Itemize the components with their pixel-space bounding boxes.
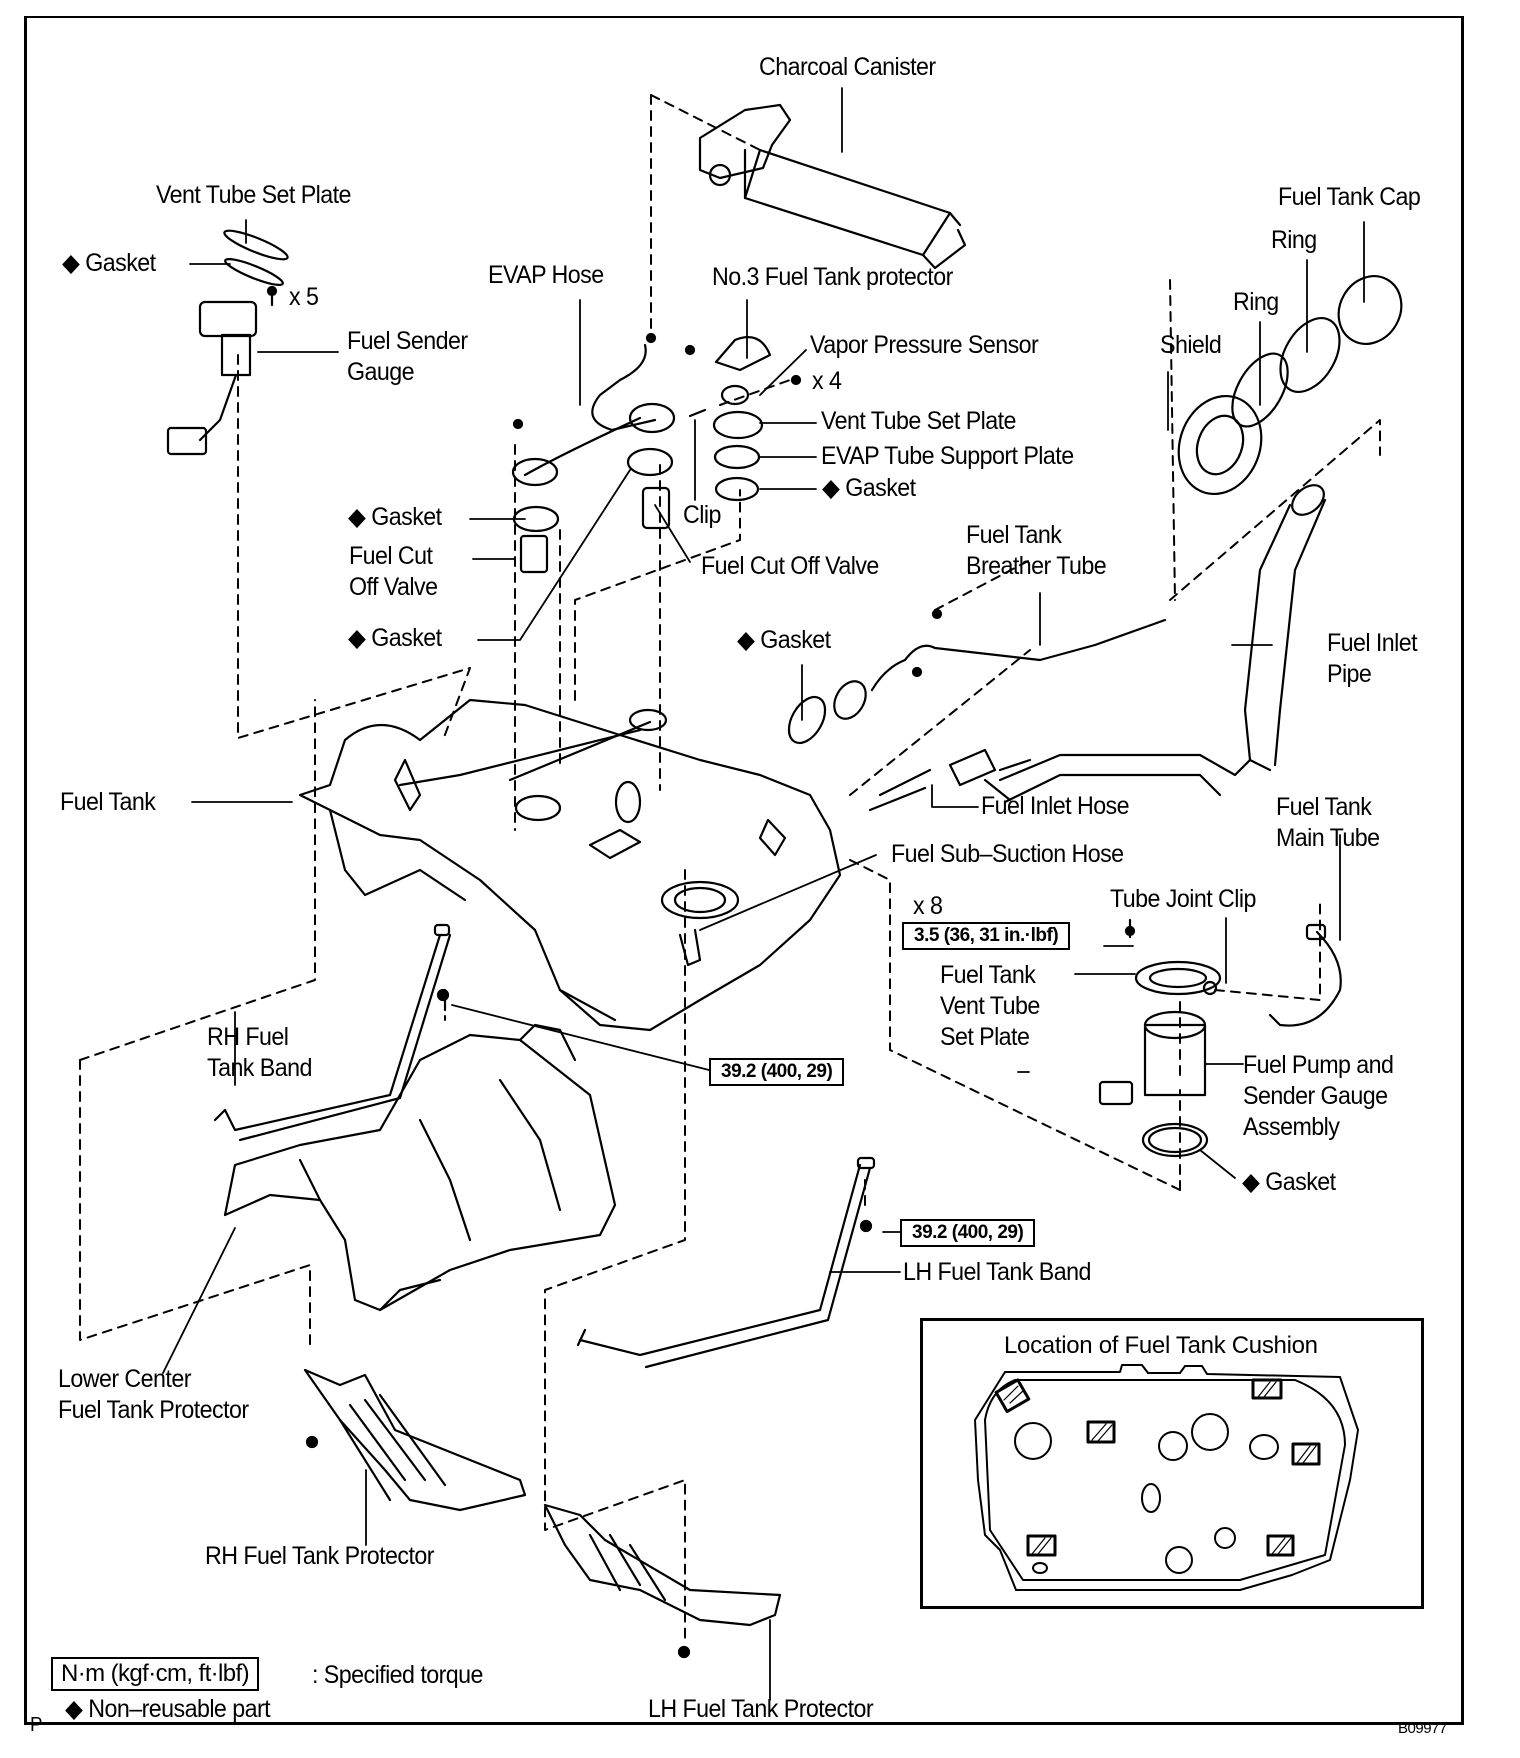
label-gasket-mid-right: ◆ Gasket (822, 474, 916, 502)
fuel-inlet-parts (868, 275, 1403, 812)
label-vent-tube-set-plate-top: Vent Tube Set Plate (156, 181, 351, 209)
label-fuel-tank-cap: Fuel Tank Cap (1278, 183, 1421, 211)
fuel-sender-gauge-part (166, 229, 289, 456)
bolt-icons (266, 285, 1136, 1659)
label-fuel-cut-off-valve-left: Fuel Cut Off Valve (349, 542, 438, 601)
label-vapor-pressure-sensor: Vapor Pressure Sensor (810, 331, 1039, 359)
fuel-tank-cushion-location-map (974, 1364, 1359, 1591)
label-gasket-top-left: ◆ Gasket (62, 249, 156, 277)
label-lower-center-fuel-tank-protector: Lower Center Fuel Tank Protector (58, 1365, 249, 1424)
rh-fuel-tank-protector-part (303, 1368, 527, 1512)
label-x4: x 4 (812, 367, 842, 395)
lh-fuel-tank-protector-part (543, 1503, 782, 1627)
label-tube-joint-clip: Tube Joint Clip (1110, 885, 1256, 913)
label-fuel-inlet-hose: Fuel Inlet Hose (981, 792, 1130, 820)
lower-center-fuel-tank-protector-part (223, 1023, 617, 1312)
label-fuel-inlet-pipe: Fuel Inlet Pipe (1327, 629, 1418, 688)
label-gasket-mid-left: ◆ Gasket (348, 503, 442, 531)
label-rh-fuel-tank-protector: RH Fuel Tank Protector (205, 1542, 434, 1570)
torque-spec-pump-plate: 3.5 (36, 31 in.·lbf) (902, 922, 1071, 950)
label-fuel-sender-gauge: Fuel Sender Gauge (347, 327, 468, 386)
label-x8: x 8 (913, 892, 943, 920)
label-gasket-lower-left: ◆ Gasket (348, 624, 442, 652)
fuel-tank-breather-tube-part (787, 618, 1167, 745)
lh-fuel-tank-band-part (576, 1156, 876, 1369)
label-no3-fuel-tank-protector: No.3 Fuel Tank protector (712, 263, 953, 291)
label-vent-tube-set-plate-mid: Vent Tube Set Plate (821, 407, 1016, 435)
label-fuel-cut-off-valve-right: Fuel Cut Off Valve (701, 552, 879, 580)
figure-id: B09977 (1398, 1720, 1447, 1737)
label-fuel-tank-main-tube: Fuel Tank Main Tube (1276, 793, 1380, 852)
label-gasket-pump: ◆ Gasket (1242, 1168, 1336, 1196)
label-clip: Clip (683, 501, 721, 529)
torque-spec-rh-band: 39.2 (400, 29) (709, 1058, 845, 1086)
charcoal-canister-part (698, 103, 967, 270)
legend-non-reusable: ◆ Non–reusable part (65, 1695, 271, 1723)
label-ring-inner: Ring (1233, 288, 1279, 316)
label-x5: x 5 (289, 283, 319, 311)
inset-title: Location of Fuel Tank Cushion (1004, 1332, 1318, 1359)
cushion-location-inset (920, 1318, 1424, 1609)
label-fuel-tank-breather-tube: Fuel Tank Breather Tube (966, 521, 1107, 580)
label-fuel-sub-suction-hose: Fuel Sub–Suction Hose (891, 840, 1124, 868)
torque-spec-lh-band: 39.2 (400, 29) (900, 1219, 1036, 1247)
corner-mark: P (30, 1714, 42, 1736)
label-fuel-tank: Fuel Tank (60, 788, 156, 816)
label-evap-hose: EVAP Hose (488, 261, 604, 289)
fuel-tank-part (298, 698, 842, 1032)
label-ring-outer: Ring (1271, 226, 1317, 254)
label-fuel-tank-vent-tube-set-plate: Fuel Tank Vent Tube Set Plate (940, 961, 1040, 1051)
label-fuel-pump-sender-gauge-assembly: Fuel Pump and Sender Gauge Assembly (1243, 1051, 1394, 1141)
label-gasket-lower-mid: ◆ Gasket (737, 626, 831, 654)
legend-torque-desc: : Specified torque (312, 1661, 483, 1689)
cushion-markers (994, 1378, 1321, 1557)
diagram-frame (24, 16, 1464, 1725)
label-evap-tube-support-plate: EVAP Tube Support Plate (821, 442, 1074, 470)
fuel-pump-sender-gauge-assembly-part (1098, 918, 1342, 1158)
label-lh-fuel-tank-band: LH Fuel Tank Band (903, 1258, 1091, 1286)
label-rh-fuel-tank-band: RH Fuel Tank Band (207, 1023, 312, 1082)
legend-torque-unit-box: N·m (kgf·cm, ft·lbf) (51, 1657, 259, 1691)
label-lh-fuel-tank-protector: LH Fuel Tank Protector (648, 1695, 874, 1723)
evap-hose-part (511, 336, 772, 574)
leader-lines (162, 87, 1365, 1701)
label-charcoal-canister: Charcoal Canister (759, 53, 936, 81)
label-shield: Shield (1160, 331, 1222, 359)
